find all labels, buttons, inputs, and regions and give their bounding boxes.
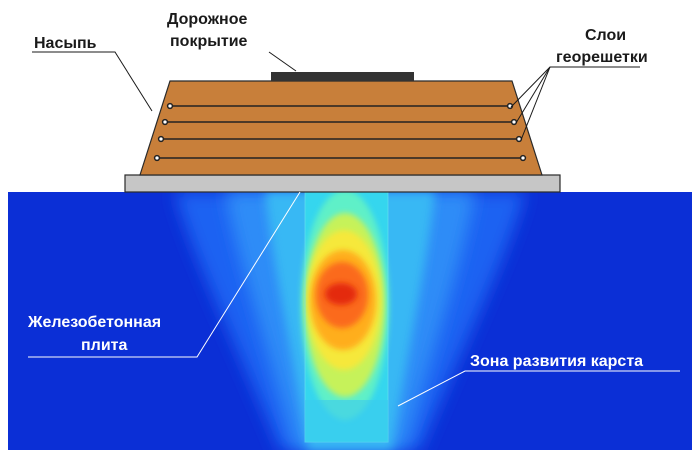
leader-karst	[397, 370, 680, 407]
label-road-surface-line2: покрытие	[170, 33, 248, 50]
embankment	[139, 80, 543, 176]
leader-slab	[28, 191, 301, 358]
concrete-slab	[124, 174, 561, 193]
label-embankment: Насыпь	[34, 35, 97, 52]
geogrid-layers	[153, 102, 527, 162]
leader-road-surface	[268, 51, 297, 72]
stress-peak	[325, 283, 357, 305]
label-geogrid-line1: Слои	[585, 27, 626, 44]
label-road-surface-line1: Дорожное	[167, 11, 247, 28]
stress-column	[301, 191, 389, 443]
leader-lines-white	[28, 191, 680, 407]
label-karst-zone: Зона развития карста	[470, 353, 643, 370]
leader-geogrid	[510, 66, 640, 108]
leader-lines	[32, 51, 640, 141]
leader-embankment	[32, 51, 153, 112]
label-geogrid-line2: георешетки	[556, 49, 648, 66]
label-slab-line1: Железобетонная	[27, 314, 161, 331]
road-surface	[271, 72, 414, 81]
label-slab-line2: плита	[81, 337, 128, 354]
